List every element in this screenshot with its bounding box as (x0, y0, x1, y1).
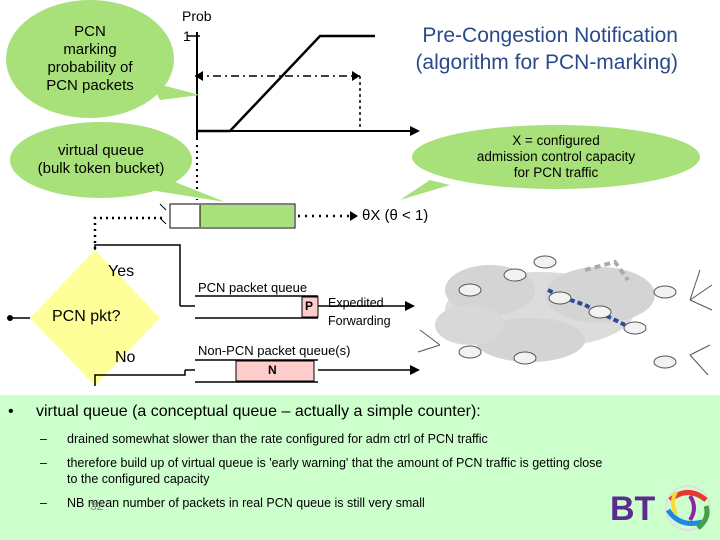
bt-globe-purple (688, 494, 696, 522)
sub-bullet-text: NB mean number of packets in real PCN qu… (67, 496, 425, 510)
no-label: No (115, 349, 136, 366)
yes-branch (94, 244, 181, 306)
host-link (689, 284, 713, 301)
non-pcn-packet-label: N (268, 363, 277, 377)
host-link (689, 299, 713, 311)
bullet-panel: • virtual queue (a conceptual queue – ac… (0, 395, 720, 540)
sub-bullet-dash: – (40, 456, 47, 470)
marking-probability-bubble: PCN marking probability of PCN packets (6, 0, 174, 118)
non-pcn-packet-cell (235, 360, 315, 382)
marking-curve (197, 34, 375, 133)
vq-bubble-pointer (150, 180, 225, 202)
host-link (689, 344, 711, 356)
virtual-queue-fill (200, 205, 294, 227)
router-icon (458, 283, 482, 297)
vq-input-mark-1 (159, 203, 167, 211)
router-icon (548, 291, 572, 305)
bt-globe-yellow (671, 490, 678, 515)
sub-bullet-text: drained somewhat slower than the rate co… (67, 432, 488, 446)
decision-to-vq-dotted (93, 216, 165, 255)
bubble-line: PCN packets (46, 77, 134, 94)
pcn-queue (180, 295, 415, 319)
host-link (689, 354, 709, 376)
host-link (417, 344, 441, 353)
drain-arrow-head (350, 211, 358, 221)
bubble-line: virtual queue (58, 142, 144, 159)
bubble-line: admission control capacity (476, 148, 636, 164)
virtual-queue-bubble: virtual queue (bulk token bucket) (10, 122, 192, 198)
drain-rate-label: θX (θ < 1) (362, 207, 429, 224)
x-axis-arrow (410, 126, 420, 136)
bt-logo: BT (610, 480, 715, 540)
capacity-bubble: X = configured admission control capacit… (412, 125, 700, 189)
router-icon (653, 285, 677, 299)
non-pcn-queue-label: Non-PCN packet queue(s) (198, 343, 351, 358)
pcn-packet-cell (301, 296, 319, 318)
tunnel-arc (584, 259, 630, 282)
input-dot (7, 315, 13, 321)
router-icon (623, 321, 647, 335)
sub-bullet-dash: – (40, 496, 47, 510)
non-pcn-queue (185, 359, 420, 383)
decision-label: PCN pkt? (52, 308, 121, 325)
router-icon (653, 355, 677, 369)
router-icon (513, 351, 537, 365)
y-axis-label: Prob (182, 8, 212, 24)
sub-bullet-dash: – (40, 432, 47, 446)
bubble-line: (bulk token bucket) (37, 160, 165, 177)
host-link (689, 269, 701, 301)
ef-line: Forwarding (328, 314, 391, 329)
title-line-2: (algorithm for PCN-marking) (415, 51, 678, 75)
slide-title: Pre-Congestion Notification (algorithm f… (415, 22, 678, 77)
router-icon (503, 268, 527, 282)
threshold-arrow-left (195, 71, 203, 81)
bt-logo-graphic: BT (610, 485, 711, 531)
bullet-marker: • (8, 403, 14, 420)
bullet-main: virtual queue (a conceptual queue – actu… (36, 403, 481, 420)
bt-globe-blue (665, 508, 703, 526)
network-cloud-illustration (417, 255, 713, 376)
bt-globe-green (696, 505, 710, 530)
cloud-lobe-4 (435, 305, 505, 345)
title-line-1: Pre-Congestion Notification (422, 24, 678, 47)
threshold-arrow-right (352, 71, 360, 81)
non-pcn-queue-arrow (410, 365, 420, 375)
router-icon (458, 345, 482, 359)
cloud-lobe-2 (545, 267, 655, 323)
capacity-bubble-pointer (400, 180, 450, 200)
pcn-queue-arrow (405, 301, 415, 311)
probability-graph (187, 32, 420, 140)
host-link (419, 329, 441, 346)
bubble-line: marking (63, 41, 117, 58)
expedited-forwarding-label: Expedited Forwarding (328, 294, 391, 330)
router-icon (588, 305, 612, 319)
bubble-line: probability of (47, 59, 133, 76)
ef-line: Expedited (328, 296, 384, 310)
yes-label: Yes (108, 263, 135, 280)
decision-diamond (30, 250, 160, 386)
router-icon (533, 255, 557, 269)
bt-globe-outline (665, 485, 711, 531)
y-tick-label: 1 (183, 28, 191, 44)
bubble-line: X = configured (512, 132, 600, 148)
bt-logo-text: BT (610, 490, 656, 528)
no-branch (94, 370, 186, 386)
pcn-queue-label: PCN packet queue (198, 280, 308, 295)
page-number: 32 (90, 499, 104, 513)
sub-bullet-text: therefore build up of virtual queue is '… (67, 456, 603, 487)
virtual-queue (159, 203, 358, 229)
bubble-line: for PCN traffic (513, 165, 599, 181)
bubble-line: PCN (74, 23, 106, 40)
pcn-packet-label: P (305, 299, 314, 313)
